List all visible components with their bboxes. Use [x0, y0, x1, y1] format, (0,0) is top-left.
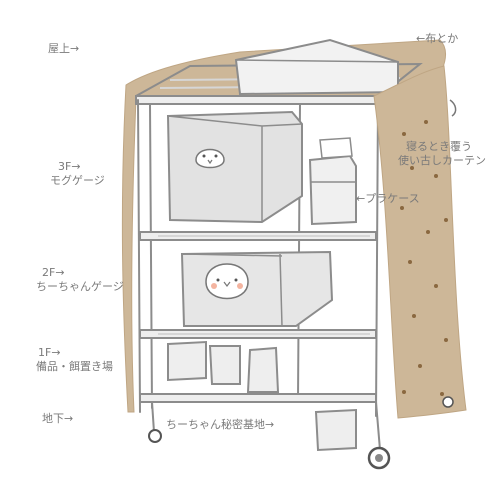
annotation-curtain: 寝るとき覆う 使い古しカーテン — [398, 140, 486, 167]
annotation-plastic-case: ←プラケース — [356, 192, 420, 205]
curtain-dots — [400, 120, 448, 396]
annotation-secret-base: ちーちゃん秘密基地→ — [166, 418, 275, 431]
curtain-front — [373, 65, 467, 419]
label-roof: 屋上→ — [48, 42, 80, 55]
chii-bird-icon — [205, 263, 249, 300]
label-floor1: 1F→ 備品・餌置き場 — [36, 346, 113, 373]
shelf-frame — [135, 62, 423, 451]
supplies — [167, 340, 280, 393]
caster-left — [148, 429, 162, 443]
mog-cage — [166, 110, 303, 224]
plastic-case — [308, 154, 357, 226]
label-basement: 地下→ — [42, 412, 74, 425]
label-floor3: 3F→ モグゲージ — [50, 160, 105, 187]
curtain-pointer-curl — [449, 99, 457, 117]
annotation-cloth: ←布とか — [416, 32, 459, 45]
caster-right-hub — [375, 454, 383, 462]
label-floor2: 2F→ ちーちゃんゲージ — [36, 266, 124, 293]
chii-cage — [180, 250, 334, 327]
mog-bird-icon — [195, 148, 225, 169]
secret-base-box — [314, 408, 357, 452]
cloth-box — [234, 38, 399, 96]
curtain-clip — [442, 396, 454, 408]
